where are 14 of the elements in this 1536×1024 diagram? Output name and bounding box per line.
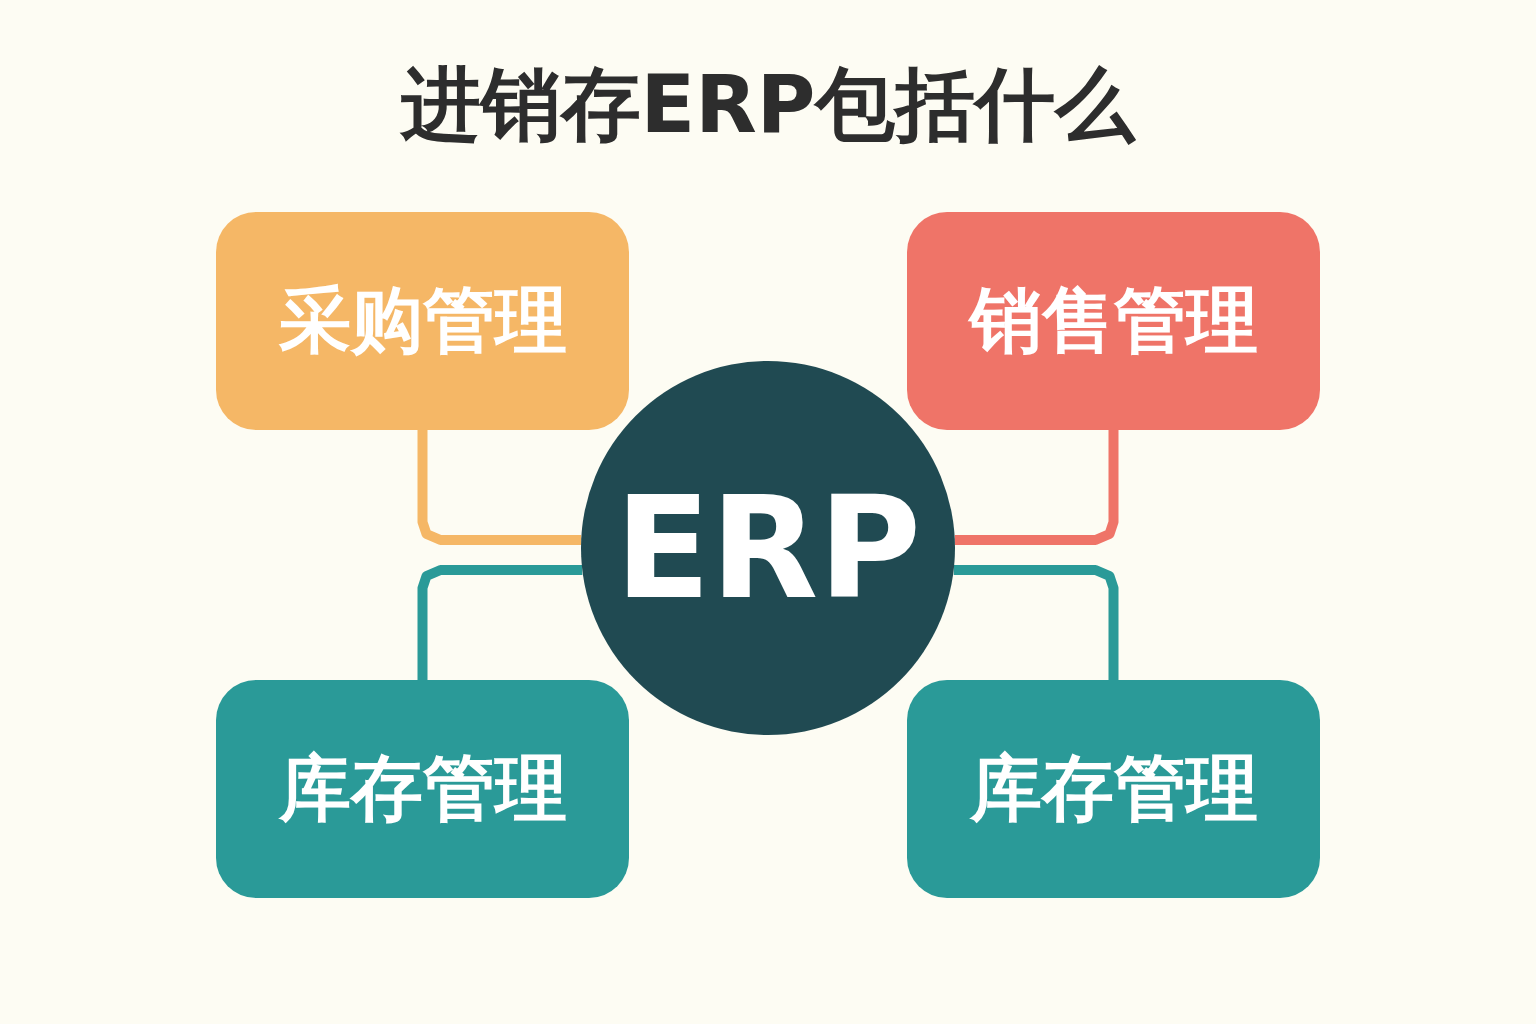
module-label: 销售管理 (969, 277, 1258, 364)
connector-line (953, 565, 1119, 680)
center-label: ERP (614, 466, 921, 630)
module-box (907, 680, 1320, 898)
connector-line (417, 430, 582, 545)
module-box (216, 680, 629, 898)
title: 进销存ERP包括什么 (400, 57, 1136, 153)
module-box (216, 212, 629, 430)
connector-line (417, 565, 583, 680)
module-box (907, 212, 1320, 430)
connector-line (954, 430, 1119, 545)
module-label: 采购管理 (278, 277, 567, 364)
module-label: 库存管理 (969, 745, 1258, 832)
module-label: 库存管理 (278, 745, 567, 832)
